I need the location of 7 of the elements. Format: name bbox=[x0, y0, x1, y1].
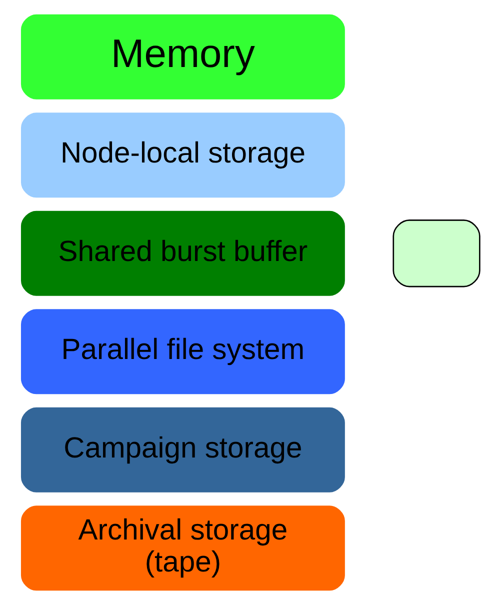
node-box: Campaign storage bbox=[20, 406, 346, 494]
node-box: Node-local storage bbox=[20, 111, 346, 199]
node-box: Shared burst buffer bbox=[20, 210, 346, 298]
node-box bbox=[392, 220, 480, 288]
node-box: Archival storage (tape) bbox=[20, 504, 346, 592]
node-box: Memory bbox=[20, 13, 346, 101]
node-box: Parallel file system bbox=[20, 308, 346, 396]
